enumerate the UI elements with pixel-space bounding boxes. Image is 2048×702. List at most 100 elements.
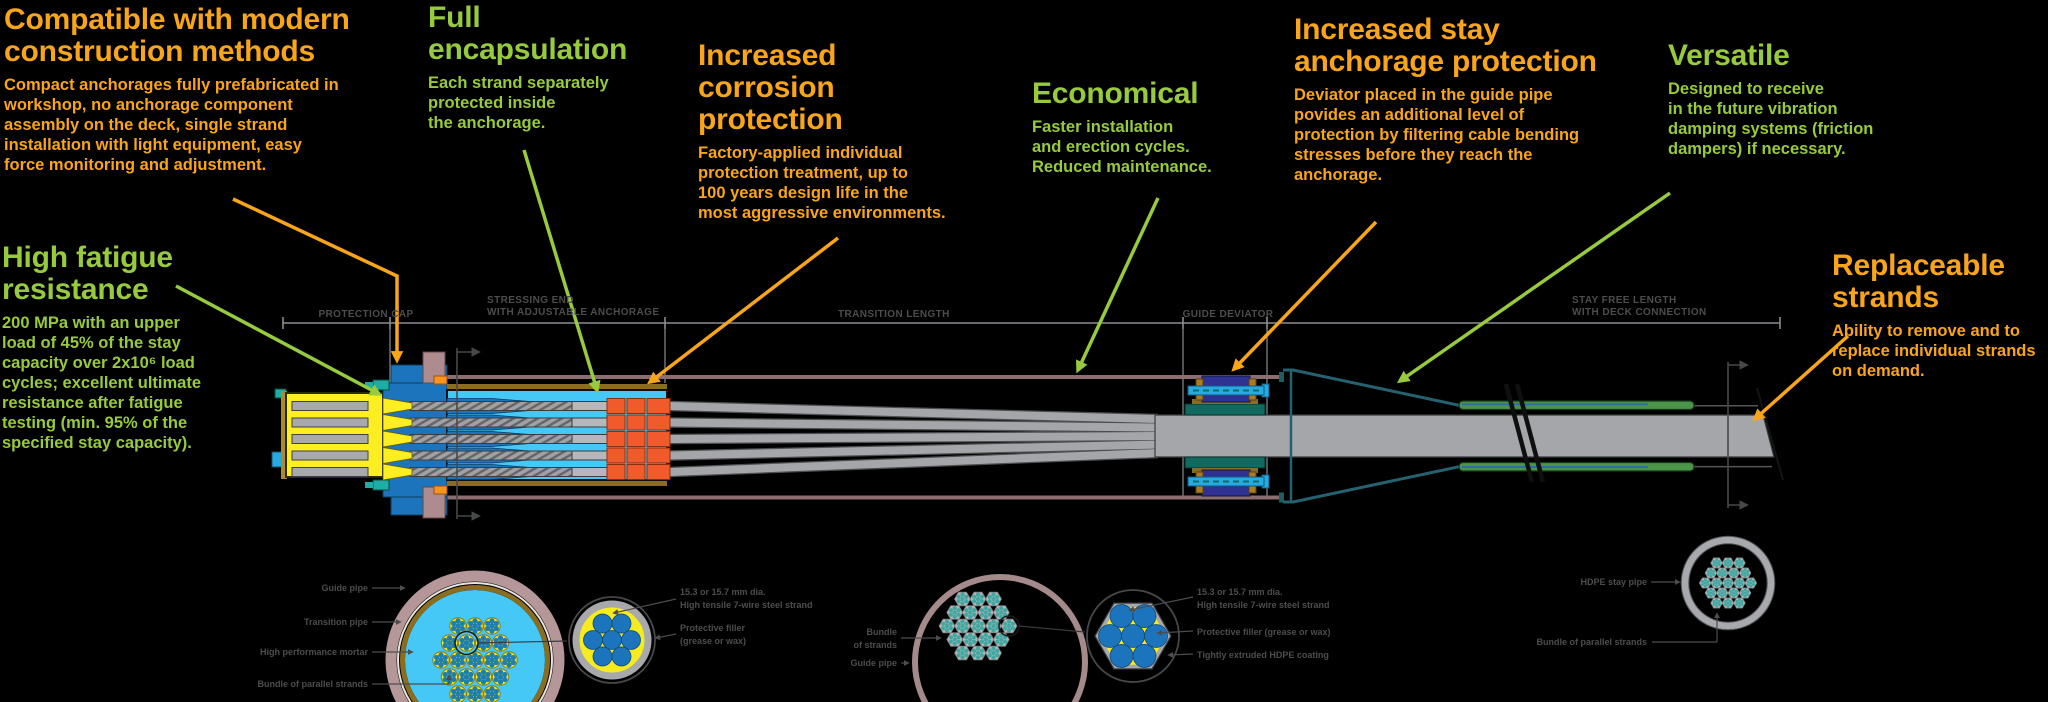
twisted-strand (409, 417, 573, 428)
callout-title: High fatigue resistance (2, 241, 173, 306)
callout-corrosion: Increased corrosion protection Factory-a… (698, 40, 968, 223)
strand-segment (571, 450, 609, 461)
twisted-strand (409, 401, 573, 411)
callout-body: Deviator placed in the guide pipe povide… (1294, 86, 1580, 184)
callout-fatigue: High fatigue resistance 200 MPa with an … (2, 242, 242, 453)
steel-wire (592, 646, 613, 667)
corrosion-protection-block (626, 431, 646, 447)
corrosion-protection-block (646, 431, 671, 447)
steel-wire (1098, 624, 1122, 648)
strand-stub (291, 434, 369, 444)
label-guide-pipe-2: Guide pipe (850, 658, 897, 668)
callout-body: Faster installation and erection cycles.… (1032, 118, 1212, 176)
callout-title: Compatible with modern construction meth… (4, 3, 350, 68)
label-hdpe-stay-pipe: HDPE stay pipe (1580, 577, 1647, 587)
anchor-wedge (382, 430, 413, 448)
dim-label-stressing-end: STRESSING END WITH ADJUSTABLE ANCHORAGE (487, 295, 660, 318)
protection-cap (285, 392, 384, 478)
seven-wire-strand (583, 613, 641, 667)
steel-wire (621, 630, 641, 650)
callout-title: Replaceable strands (1832, 249, 2005, 314)
corrosion-protection-block (626, 414, 646, 431)
steel-wire (583, 630, 603, 650)
dim-label-transition-length: TRANSITION LENGTH (838, 309, 950, 320)
callout-body: Each strand separately protected inside … (428, 74, 609, 132)
guide-pipe-wall (447, 384, 667, 390)
flange-seal (433, 485, 448, 495)
callout-leader-arrows (175, 149, 1850, 422)
transition-taper (1283, 368, 1461, 504)
twisted-strand (409, 450, 573, 461)
corrosion-protection-block (606, 464, 626, 480)
callout-title: Increased corrosion protection (698, 39, 843, 136)
leader-versatile (1396, 191, 1671, 384)
leader-full-encapsulation (522, 149, 601, 394)
strand-stub (291, 467, 369, 477)
anchor-wedge (382, 463, 413, 481)
leader-economical (1076, 197, 1160, 374)
callout-versatile: Versatile Designed to receive in the fut… (1668, 40, 1988, 159)
label-bundle-parallel-strands-2: Bundle of parallel strands (1536, 637, 1647, 647)
seven-wire-strand (1098, 604, 1168, 668)
steel-wire (1121, 624, 1145, 648)
stay-pipe-cross-section (1680, 535, 1776, 631)
strand-segment (571, 467, 609, 477)
steel-wire (1109, 644, 1134, 668)
steel-wire (592, 613, 613, 634)
anchor-fitting (365, 482, 373, 488)
label-bundle-of-strands: Bundle of strands (853, 627, 897, 650)
corrosion-protection-block (606, 398, 626, 414)
steel-wire (611, 646, 632, 667)
steel-wire (611, 613, 632, 634)
transition-pipe-walls (437, 372, 1284, 503)
callout-title: Economical (1032, 77, 1199, 110)
detail-connector (1018, 625, 1086, 633)
break-symbol (1514, 383, 1546, 483)
strand-segment (571, 434, 609, 444)
free-length-cross-section (912, 574, 1088, 702)
corrosion-protection-block (646, 398, 671, 414)
callout-title: Increased stay anchorage protection (1294, 13, 1597, 78)
leader-corrosion (646, 236, 840, 385)
strand-fan (669, 400, 1159, 478)
leader-replaceable (1752, 334, 1850, 422)
corrosion-protection-block (606, 447, 626, 464)
pipe-end-bevel (1756, 387, 1784, 481)
steel-wire (602, 630, 622, 650)
corrosion-protection-block (626, 464, 646, 480)
strand-stub (291, 450, 369, 461)
anchor-fitting (372, 379, 390, 391)
label-protective-filler-2: Protective filler (grease or wax) (1197, 627, 1331, 637)
cap-edge-strip (281, 391, 287, 479)
label-transition-pipe: Transition pipe (303, 617, 368, 627)
steel-wire (1132, 604, 1157, 628)
label-guide-pipe: Guide pipe (321, 583, 368, 593)
strand-stub (291, 401, 369, 411)
dim-label-stay-free-length: STAY FREE LENGTH WITH DECK CONNECTION (1572, 295, 1707, 318)
callout-economical: Economical Faster installation and erect… (1032, 78, 1282, 177)
parallel-strand-bundle (1698, 557, 1758, 609)
callout-body: Designed to receive in the future vibrat… (1668, 80, 1874, 158)
label-strand-diameter-2: 15.3 or 15.7 mm dia. High tensile 7-wire… (1197, 587, 1330, 610)
callout-body: Compact anchorages fully prefabricated i… (4, 76, 339, 174)
label-hp-mortar: High performance mortar (259, 647, 368, 657)
callout-body: 200 MPa with an upper load of 45% of the… (2, 314, 202, 452)
anchor-wedge (382, 414, 413, 431)
stay-pipe-body (1154, 414, 1775, 458)
cross-section-details (385, 535, 1776, 702)
strand-bundle (938, 591, 1018, 661)
twisted-strand (409, 434, 573, 444)
callout-title: Versatile (1668, 39, 1790, 72)
strand-segment (571, 401, 609, 411)
corrosion-protection-block (626, 447, 646, 464)
label-bundle-parallel-strands: Bundle of parallel strands (257, 679, 368, 689)
leader-compatible (232, 197, 404, 364)
leader-stay-anchorage (1231, 220, 1378, 372)
section-markers (456, 347, 1749, 521)
steel-wire (1132, 644, 1157, 668)
guide-pipe-wall (447, 480, 667, 486)
dimension-line (282, 317, 1781, 497)
corrosion-protection-block (606, 431, 626, 447)
